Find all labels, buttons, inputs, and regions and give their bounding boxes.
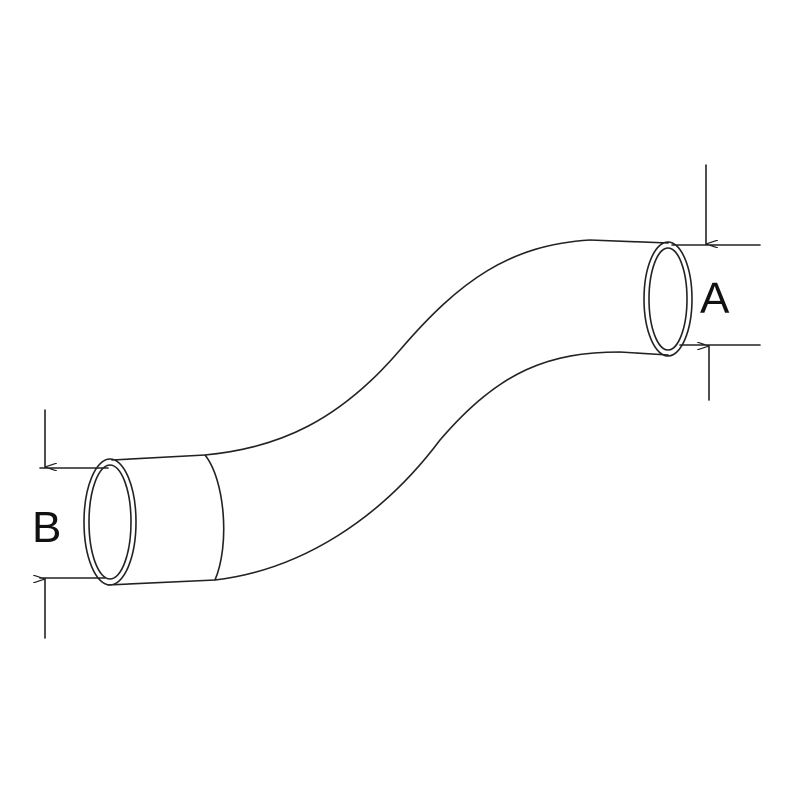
cuff-line (204, 454, 225, 581)
hose-top-outline (111, 239, 669, 461)
end-b-inner (88, 464, 132, 580)
hose-bottom-outline (107, 351, 669, 586)
end-a-inner (648, 247, 688, 351)
label-b: B (32, 503, 61, 552)
end-b-outer (83, 458, 137, 586)
label-a: A (700, 274, 730, 323)
end-a-outer (643, 241, 693, 357)
